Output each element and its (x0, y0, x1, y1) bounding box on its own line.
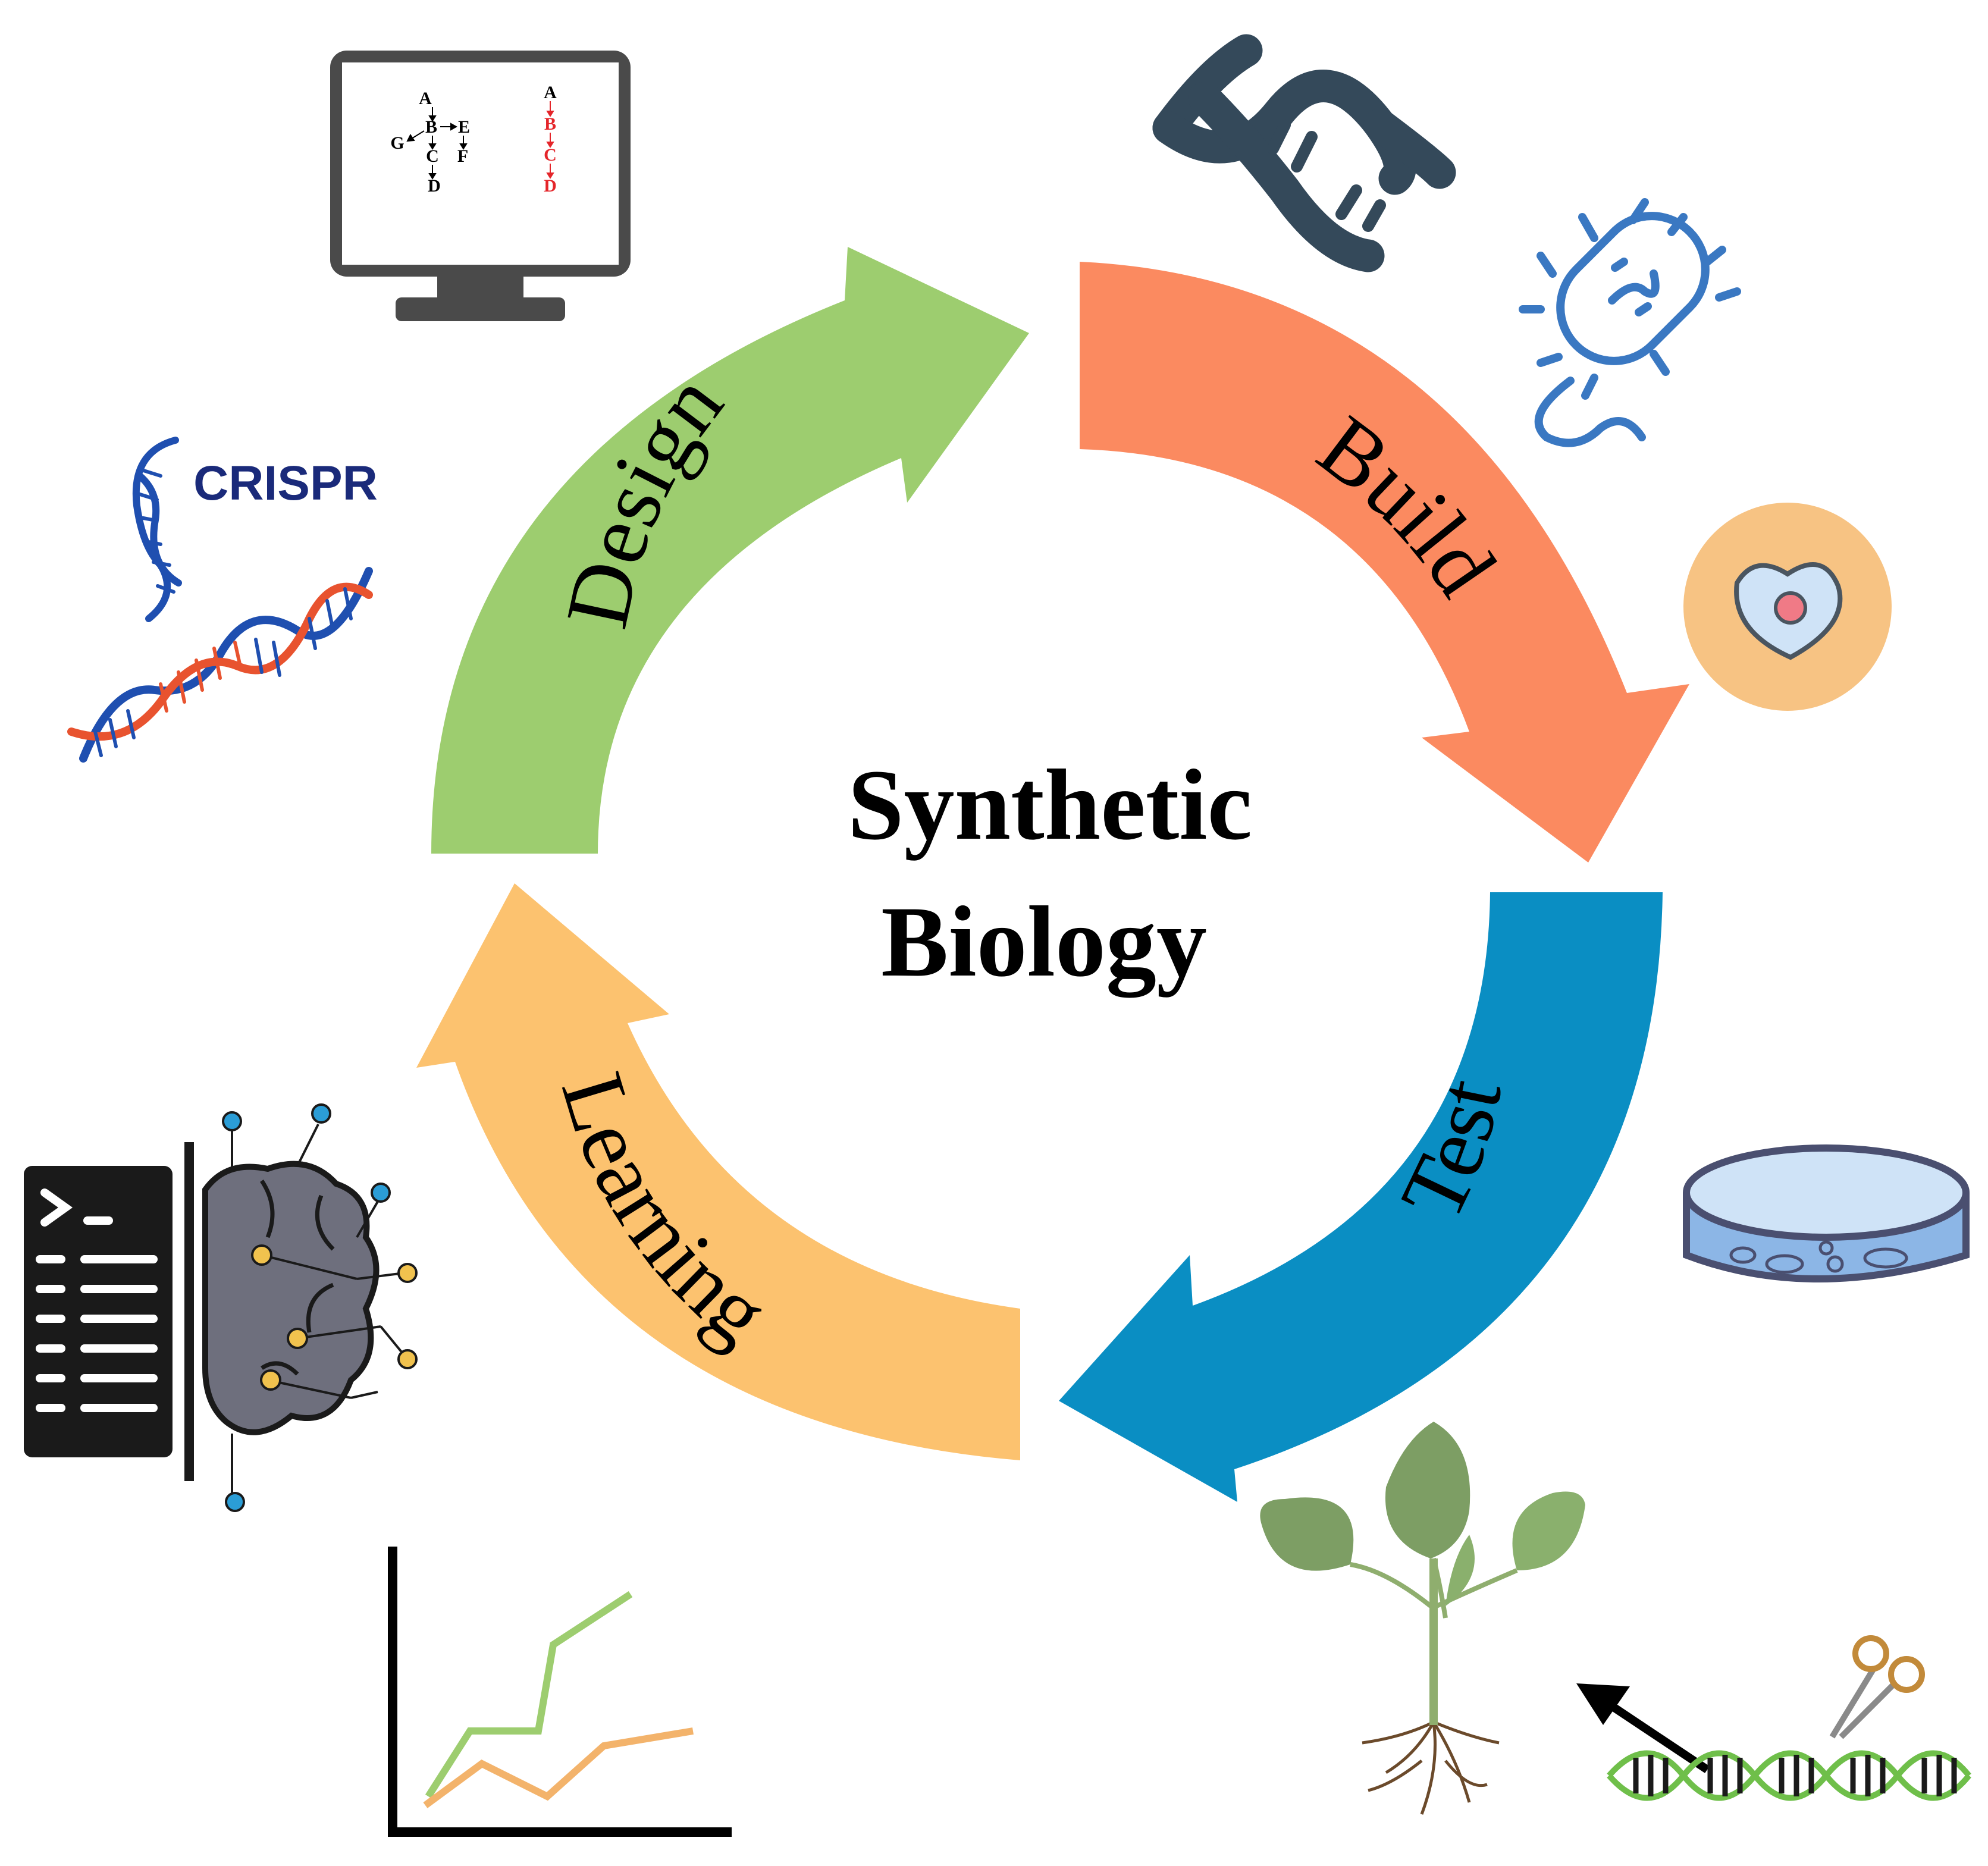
monitor-icon: A B E G C F D A B C D (330, 51, 631, 321)
svg-text:D: D (544, 176, 557, 196)
dna-helix-icon (1152, 34, 1456, 272)
line-graph-icon (388, 1547, 732, 1837)
plant-icon (1260, 1422, 1585, 1815)
petri-dish-icon (1683, 1144, 1970, 1282)
edited-dna-icon (1607, 1750, 1971, 1801)
center-title-line2: Biology (881, 886, 1207, 998)
crispr-label: CRISPR (193, 456, 378, 510)
pathway-network: A B E G C F D (390, 89, 470, 196)
svg-text:A: A (419, 89, 432, 108)
cell-icon (1683, 503, 1892, 711)
pathway-selected: A B C D (544, 83, 557, 196)
svg-text:B: B (425, 117, 437, 137)
svg-text:G: G (390, 133, 404, 153)
ai-brain-icon (24, 1103, 418, 1512)
svg-text:E: E (458, 117, 470, 137)
svg-text:B: B (544, 114, 556, 134)
svg-text:F: F (457, 146, 468, 166)
center-title-line1: Synthetic (848, 749, 1252, 861)
crispr-dna-icon: CRISPR (67, 437, 378, 763)
scissors-icon (1829, 1635, 1925, 1739)
svg-text:C: C (544, 145, 557, 165)
bacterium-icon (1519, 198, 1741, 447)
svg-text:C: C (426, 146, 439, 166)
svg-text:D: D (428, 176, 441, 196)
svg-text:A: A (544, 83, 557, 102)
edit-arrow (1576, 1683, 1710, 1773)
